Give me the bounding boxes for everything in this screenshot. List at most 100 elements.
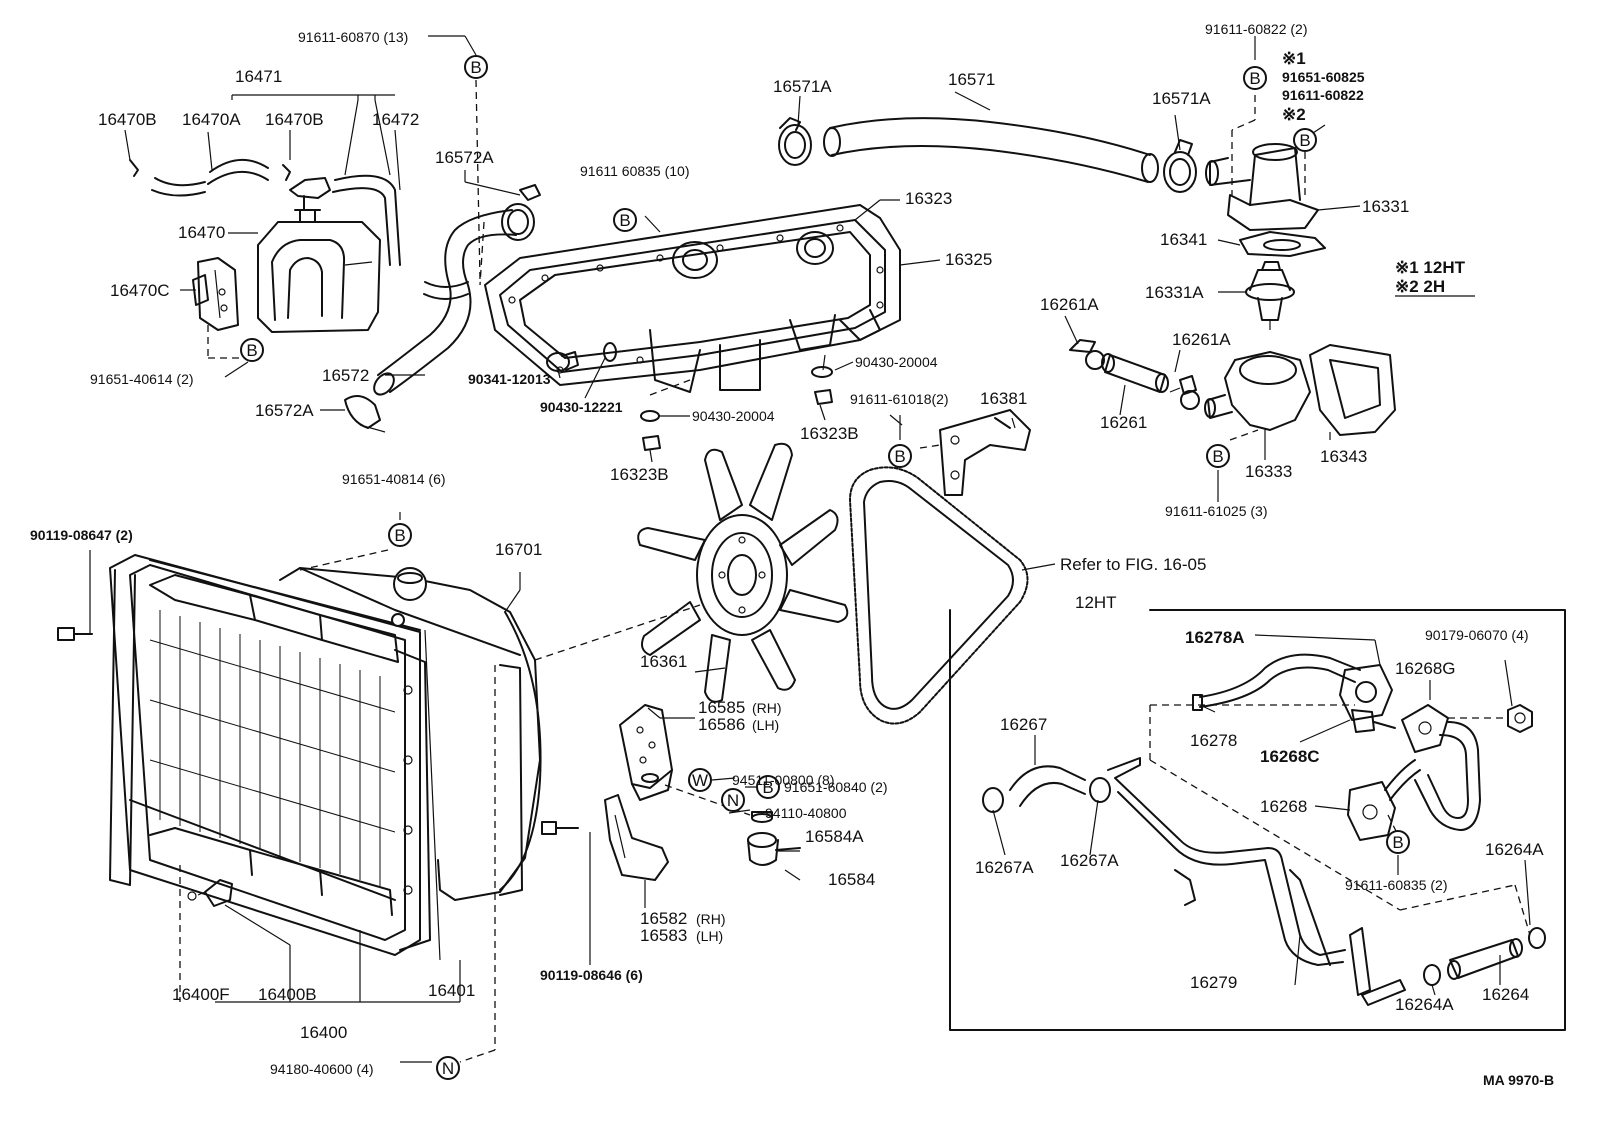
upper-radiator-hose: [344, 184, 541, 433]
svg-text:N: N: [727, 791, 739, 810]
symbol-n: N: [436, 1056, 460, 1080]
mount-insulator: [747, 811, 801, 866]
label-91651-40614: 91651-40614 (2): [90, 371, 194, 387]
svg-text:B: B: [619, 211, 630, 230]
drive-belt: [849, 466, 1029, 725]
inset-12ht: [949, 609, 1566, 1031]
symbol-n: N: [721, 788, 745, 812]
label-16268g: 16268G: [1395, 659, 1456, 678]
radiator: [109, 554, 431, 956]
symbol-b: B: [464, 55, 488, 79]
label-91611-61025: 91611-61025 (3): [1165, 503, 1267, 519]
symbol-b: B: [240, 338, 264, 362]
label-91651-60840: 91651-60840 (2): [784, 779, 888, 795]
label-91611-60870: 91611-60870 (13): [298, 29, 408, 45]
label-16400f: 16400F: [172, 985, 230, 1004]
label-94511-00800: 94511-00800 (8): [732, 772, 834, 788]
label-91651-40814: 91651-40814 (6): [342, 471, 446, 487]
label-16470b-left: 16470B: [98, 110, 157, 129]
water-outlet: [1205, 143, 1319, 231]
label-16470b-right: 16470B: [265, 110, 324, 129]
label-16701: 16701: [495, 540, 542, 559]
label-16470: 16470: [178, 223, 225, 242]
label-refer-fig: Refer to FIG. 16-05: [1060, 555, 1206, 574]
label-16341: 16341: [1160, 230, 1207, 249]
part-labels: 91611-60870 (13) 16471 16470B 16470A 164…: [30, 21, 1554, 1088]
svg-text:B: B: [762, 778, 773, 797]
bolt-bottom: [541, 821, 579, 835]
label-91611-60835-10: 91611 60835 (10): [580, 163, 690, 179]
engine-mount-upper: [619, 704, 673, 801]
label-90179-06070: 90179-06070 (4): [1425, 627, 1529, 643]
label-16331a: 16331A: [1145, 283, 1204, 302]
label-16279: 16279: [1190, 973, 1237, 992]
plugs-washers: [546, 342, 833, 451]
svg-text:N: N: [442, 1059, 454, 1078]
thermostat: [1245, 261, 1295, 330]
note-1-mark: ※1: [1282, 49, 1306, 68]
label-16584: 16584: [828, 870, 875, 889]
svg-text:B: B: [246, 341, 257, 360]
svg-text:B: B: [1212, 447, 1223, 466]
bolt-left: [57, 627, 93, 641]
label-90119-08646: 90119-08646 (6): [540, 967, 643, 983]
label-16582: 16582: [640, 909, 687, 928]
label-16571a-left: 16571A: [773, 77, 832, 96]
label-16264a-bottom: 16264A: [1395, 995, 1454, 1014]
label-16331: 16331: [1362, 197, 1409, 216]
svg-text:B: B: [1392, 833, 1403, 852]
symbol-circles: B B B B B B B B B B W N N: [240, 55, 1410, 1080]
label-91611-60822: 91611-60822 (2): [1205, 21, 1307, 37]
svg-text:B: B: [1299, 131, 1310, 150]
label-16585: 16585: [698, 698, 745, 717]
label-16261a-right: 16261A: [1172, 330, 1231, 349]
label-16582-side: (RH): [696, 911, 726, 927]
symbol-b: B: [1243, 66, 1267, 90]
label-90430-20004-right: 90430-20004: [855, 354, 938, 370]
inset-title: 12HT: [1075, 593, 1117, 612]
label-16400: 16400: [300, 1023, 347, 1042]
label-16401: 16401: [428, 981, 475, 1000]
leader-lines: [89, 35, 1531, 1063]
label-16571a-right: 16571A: [1152, 89, 1211, 108]
label-16572a-bottom: 16572A: [255, 401, 314, 420]
label-16400b: 16400B: [258, 985, 317, 1004]
note-1-part-a: 91651-60825: [1282, 69, 1365, 85]
bypass-pipe: [1069, 339, 1200, 410]
label-16333: 16333: [1245, 462, 1292, 481]
label-16572a-top: 16572A: [435, 148, 494, 167]
label-16264: 16264: [1482, 985, 1529, 1004]
water-inlet-housing: [1204, 344, 1396, 436]
symbol-w: W: [688, 768, 712, 792]
tank-bracket: [192, 257, 239, 331]
svg-text:B: B: [394, 526, 405, 545]
label-16470c: 16470C: [110, 281, 170, 300]
symbol-b: B: [1386, 830, 1410, 854]
label-16323: 16323: [905, 189, 952, 208]
label-16343: 16343: [1320, 447, 1367, 466]
label-16267: 16267: [1000, 715, 1047, 734]
label-16470a: 16470A: [182, 110, 241, 129]
label-16264a-top: 16264A: [1485, 840, 1544, 859]
legend-2h: ※2 2H: [1395, 277, 1445, 296]
label-90430-12221: 90430-12221: [540, 399, 623, 415]
symbol-b: B: [1293, 128, 1317, 152]
label-16472: 16472: [372, 110, 419, 129]
label-16586-side: (LH): [752, 717, 779, 733]
drain-cock: [187, 879, 233, 907]
legend-12ht: ※1 12HT: [1395, 258, 1466, 277]
svg-text:B: B: [1249, 69, 1260, 88]
fan-bracket: [939, 409, 1031, 496]
label-16323b-right: 16323B: [800, 424, 859, 443]
svg-text:B: B: [470, 58, 481, 77]
label-16583-side: (LH): [696, 928, 723, 944]
svg-text:B: B: [894, 447, 905, 466]
label-91611-61018: 91611-61018(2): [850, 391, 949, 407]
fan-shroud: [279, 567, 542, 901]
reservoir-tank: [257, 209, 381, 333]
svg-text:W: W: [692, 771, 708, 790]
label-16268: 16268: [1260, 797, 1307, 816]
label-16278a: 16278A: [1185, 628, 1245, 647]
overflow-hoses: [129, 158, 401, 266]
label-16584a: 16584A: [805, 827, 864, 846]
